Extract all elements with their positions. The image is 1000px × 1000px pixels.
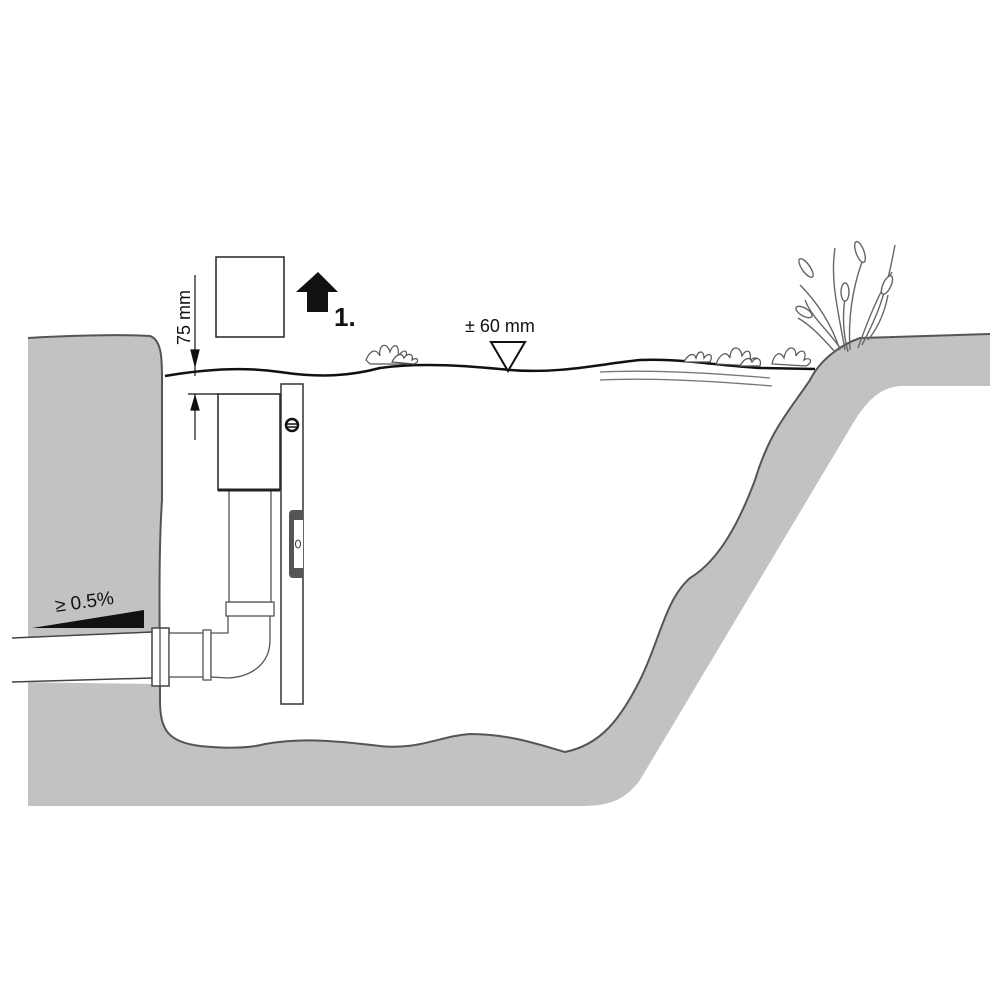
water-level-tolerance-label: ± 60 mm	[465, 316, 535, 336]
water-lilies-right	[683, 347, 812, 367]
step-number-label: 1.	[334, 302, 356, 332]
wall-flange	[151, 627, 170, 687]
water-surface	[164, 358, 816, 387]
reeds	[795, 240, 896, 353]
height-dimension-label: 75 mm	[174, 290, 194, 345]
skimmer-lid	[215, 256, 285, 338]
skimmer-body	[217, 393, 281, 491]
step-arrow: 1.	[296, 272, 356, 332]
water-level-marker: ± 60 mm	[465, 316, 535, 373]
spirit-level	[280, 383, 304, 705]
water-lilies-left	[365, 344, 419, 365]
pipe-assembly	[168, 489, 275, 681]
outlet-pipe	[11, 631, 153, 684]
height-dimension: 75 mm	[174, 275, 218, 440]
ground	[27, 333, 991, 806]
